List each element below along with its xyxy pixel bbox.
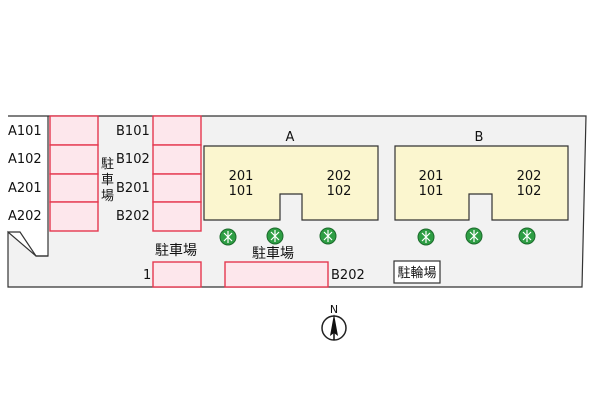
building-b-unit-201: 201 (419, 169, 444, 184)
bicycle-parking: 駐輪場 (393, 260, 441, 284)
building-a-unit-201: 201 (229, 169, 254, 184)
parking-label-char-2: 車 (101, 173, 114, 188)
space-label-b201: B201 (116, 181, 150, 196)
tree-icon (417, 228, 435, 246)
tree-icon (465, 227, 483, 245)
lot-notch (8, 231, 48, 257)
parking-space-b201 (152, 173, 202, 203)
parking-space-a102 (49, 144, 99, 175)
bicycle-parking-label: 駐輪場 (397, 265, 436, 281)
tree-icon (319, 227, 337, 245)
guest-parking: 駐車場 1 (143, 242, 202, 288)
guest-parking-space-label: 1 (143, 268, 151, 283)
parking-space-b101 (152, 115, 202, 146)
building-a-unit-102: 102 (327, 184, 352, 199)
bottom-parking-label: 駐車場 (252, 245, 294, 262)
bottom-parking: 駐車場 B202 (224, 245, 365, 288)
trees (219, 227, 536, 246)
bottom-parking-space (224, 261, 329, 288)
building-b-outline (394, 145, 569, 221)
building-b-name: B (475, 130, 484, 145)
bottom-parking-space-label: B202 (331, 268, 365, 283)
guest-parking-label: 駐車場 (155, 242, 197, 259)
space-label-b202: B202 (116, 209, 150, 224)
building-b-unit-101: 101 (419, 184, 444, 199)
compass-icon (321, 314, 347, 341)
parking-column-b: B101 B102 B201 B202 (116, 115, 202, 232)
parking-label-char-3: 場 (101, 189, 114, 204)
building-a: A 201 101 202 102 (203, 130, 379, 221)
compass-label: N (330, 303, 338, 316)
parking-label-char-1: 駐 (101, 157, 114, 172)
space-label-a102: A102 (8, 152, 42, 167)
parking-column-a: A101 A102 A201 A202 駐 車 場 (8, 115, 114, 232)
building-a-unit-202: 202 (327, 169, 352, 184)
bicycle-parking-box (393, 260, 441, 284)
parking-space-a101 (49, 115, 99, 146)
building-a-unit-101: 101 (229, 184, 254, 199)
tree-icon (219, 228, 237, 246)
parking-space-a202 (49, 201, 99, 232)
parking-space-b102 (152, 144, 202, 175)
building-b-unit-202: 202 (517, 169, 542, 184)
space-label-b102: B102 (116, 152, 150, 167)
parking-space-b202 (152, 201, 202, 232)
north-compass: N (321, 303, 347, 341)
space-label-a202: A202 (8, 209, 42, 224)
guest-parking-space (152, 261, 202, 288)
building-b-unit-102: 102 (517, 184, 542, 199)
parking-space-a201 (49, 173, 99, 203)
building-b: B 201 101 202 102 (394, 130, 569, 221)
building-a-outline (203, 145, 379, 221)
tree-icon (518, 227, 536, 245)
space-label-b101: B101 (116, 124, 150, 139)
building-a-name: A (286, 130, 295, 145)
space-label-a201: A201 (8, 181, 42, 196)
space-label-a101: A101 (8, 124, 42, 139)
tree-icon (266, 227, 284, 245)
